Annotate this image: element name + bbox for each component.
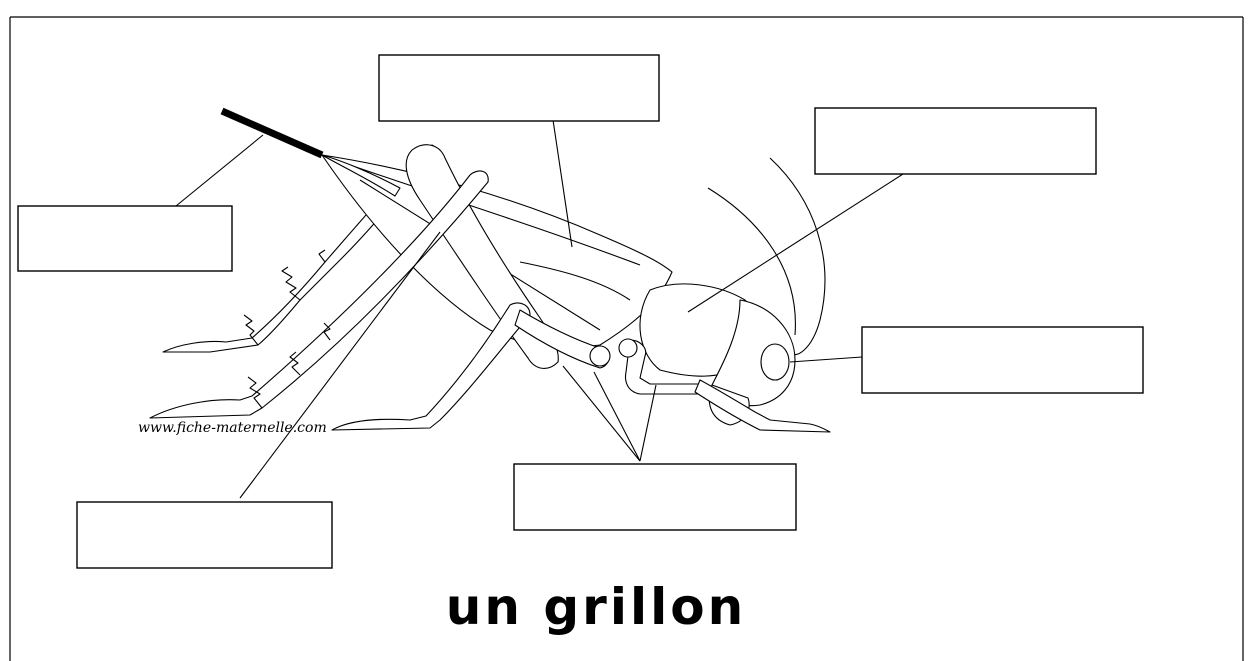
label-box-wings[interactable] [379,55,659,121]
label-box-antenna[interactable] [18,206,232,271]
worksheet-title: un grillon [446,578,746,636]
label-box-hind-leg[interactable] [77,502,332,568]
middle-leg-knee [590,346,610,366]
cricket-eye [761,344,789,380]
middle-leg [332,303,530,430]
pointer-eye [790,357,862,362]
pointer-legs-c [640,385,656,461]
watermark-text: www.fiche-maternelle.com [138,420,327,436]
far-hind-leg-spines [244,250,325,345]
pointer-antenna [176,135,263,206]
front-leg-left-knee [619,339,637,357]
label-box-legs[interactable] [514,464,796,530]
label-box-thorax[interactable] [815,108,1096,174]
cricket-illustration [150,145,830,432]
antenna-tip-stroke [222,111,322,155]
pointer-thorax [688,174,903,312]
label-box-eye[interactable] [862,327,1143,393]
pointer-hind-leg [240,232,440,498]
